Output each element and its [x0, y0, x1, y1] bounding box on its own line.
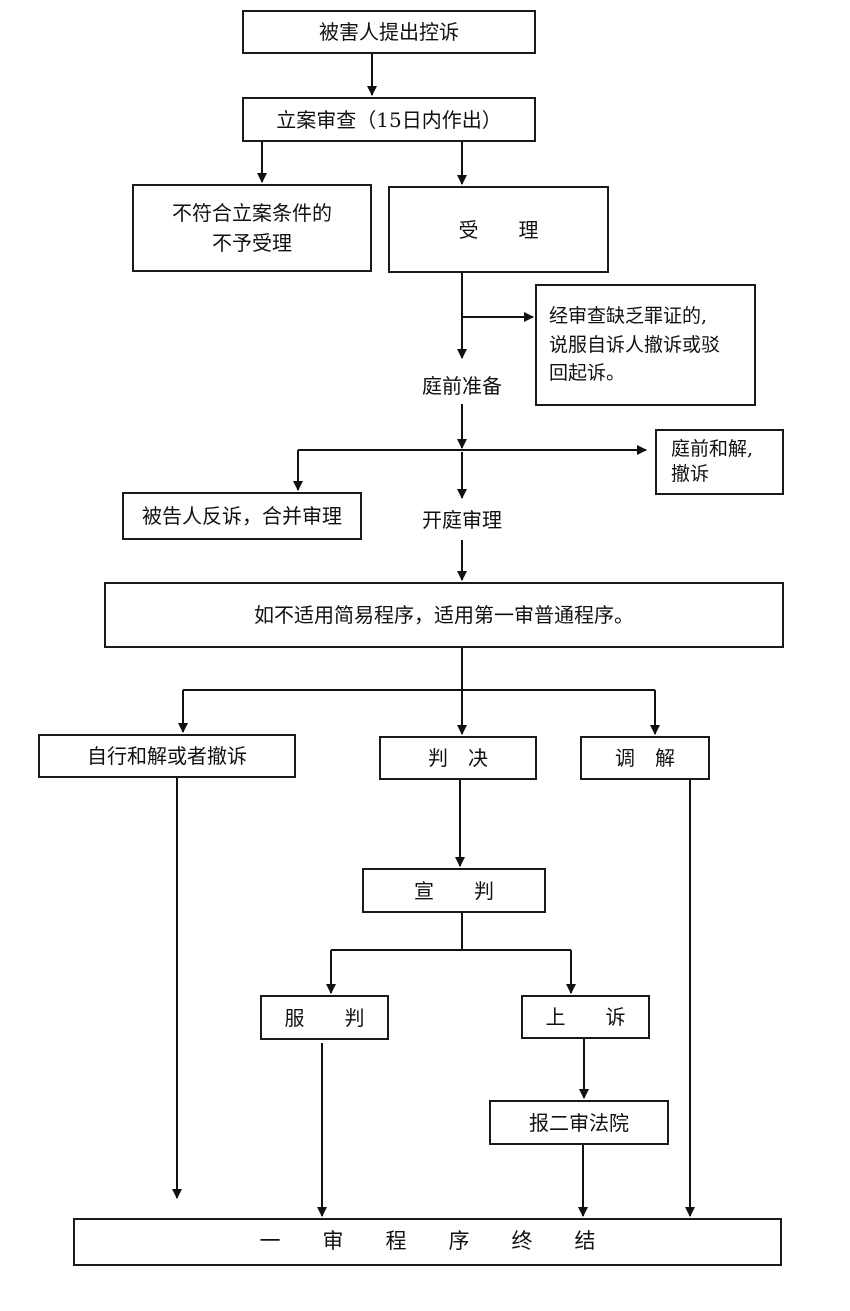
node-first-instance-end-label: 一 审 程 序 终 结 — [259, 1229, 596, 1254]
node-court-hearing: 开庭审理 — [402, 504, 522, 533]
node-judgment: 判 决 — [379, 736, 537, 780]
node-lack-evidence-line-1: 经审查缺乏罪证的, — [549, 305, 708, 328]
node-first-instance-end: 一 审 程 序 终 结 — [73, 1218, 782, 1266]
node-ordinary-procedure: 如不适用简易程序，适用第一审普通程序。 — [104, 582, 784, 648]
node-second-instance-label: 报二审法院 — [529, 1110, 629, 1135]
node-ordinary-procedure-label: 如不适用简易程序，适用第一审普通程序。 — [254, 603, 634, 627]
node-accept-judgment: 服 判 — [260, 995, 389, 1040]
node-counterclaim-label: 被告人反诉，合并审理 — [142, 504, 342, 528]
node-mediation-label: 调 解 — [615, 746, 675, 770]
node-pronouncement-label: 宣 判 — [414, 878, 494, 903]
node-pretrial-settlement-line-2: 撤诉 — [671, 463, 710, 485]
node-pretrial-settlement-line-1: 庭前和解, — [671, 438, 754, 461]
node-accepted: 受 理 — [388, 186, 609, 273]
node-lack-evidence-line-2: 说服自诉人撤诉或驳 — [549, 333, 721, 356]
node-victim-complaint-label: 被害人提出控诉 — [319, 20, 459, 44]
node-appeal-label: 上 诉 — [545, 1005, 626, 1029]
node-lack-evidence: 经审查缺乏罪证的, 说服自诉人撤诉或驳 回起诉。 — [535, 284, 756, 406]
node-pronouncement: 宣 判 — [362, 868, 546, 913]
node-second-instance: 报二审法院 — [489, 1100, 669, 1145]
node-lack-evidence-line-3: 回起诉。 — [549, 362, 626, 385]
node-self-settlement-label: 自行和解或者撤诉 — [87, 744, 247, 768]
node-pretrial-preparation: 庭前准备 — [402, 370, 522, 399]
node-counterclaim: 被告人反诉，合并审理 — [122, 492, 362, 540]
node-judgment-label: 判 决 — [428, 746, 488, 770]
node-not-accepted-line-2: 不予受理 — [212, 231, 292, 255]
node-not-accepted-line-1: 不符合立案条件的 — [172, 201, 332, 225]
node-filing-review-label: 立案审查（15日内作出） — [276, 107, 502, 132]
node-pretrial-settlement: 庭前和解, 撤诉 — [655, 429, 784, 495]
node-accept-judgment-label: 服 判 — [284, 1005, 365, 1030]
node-self-settlement: 自行和解或者撤诉 — [38, 734, 296, 778]
node-victim-complaint: 被害人提出控诉 — [242, 10, 536, 54]
node-accepted-label: 受 理 — [458, 217, 539, 242]
node-not-accepted: 不符合立案条件的 不予受理 — [132, 184, 372, 272]
node-mediation: 调 解 — [580, 736, 710, 780]
node-filing-review: 立案审查（15日内作出） — [242, 97, 536, 142]
node-appeal: 上 诉 — [521, 995, 650, 1039]
